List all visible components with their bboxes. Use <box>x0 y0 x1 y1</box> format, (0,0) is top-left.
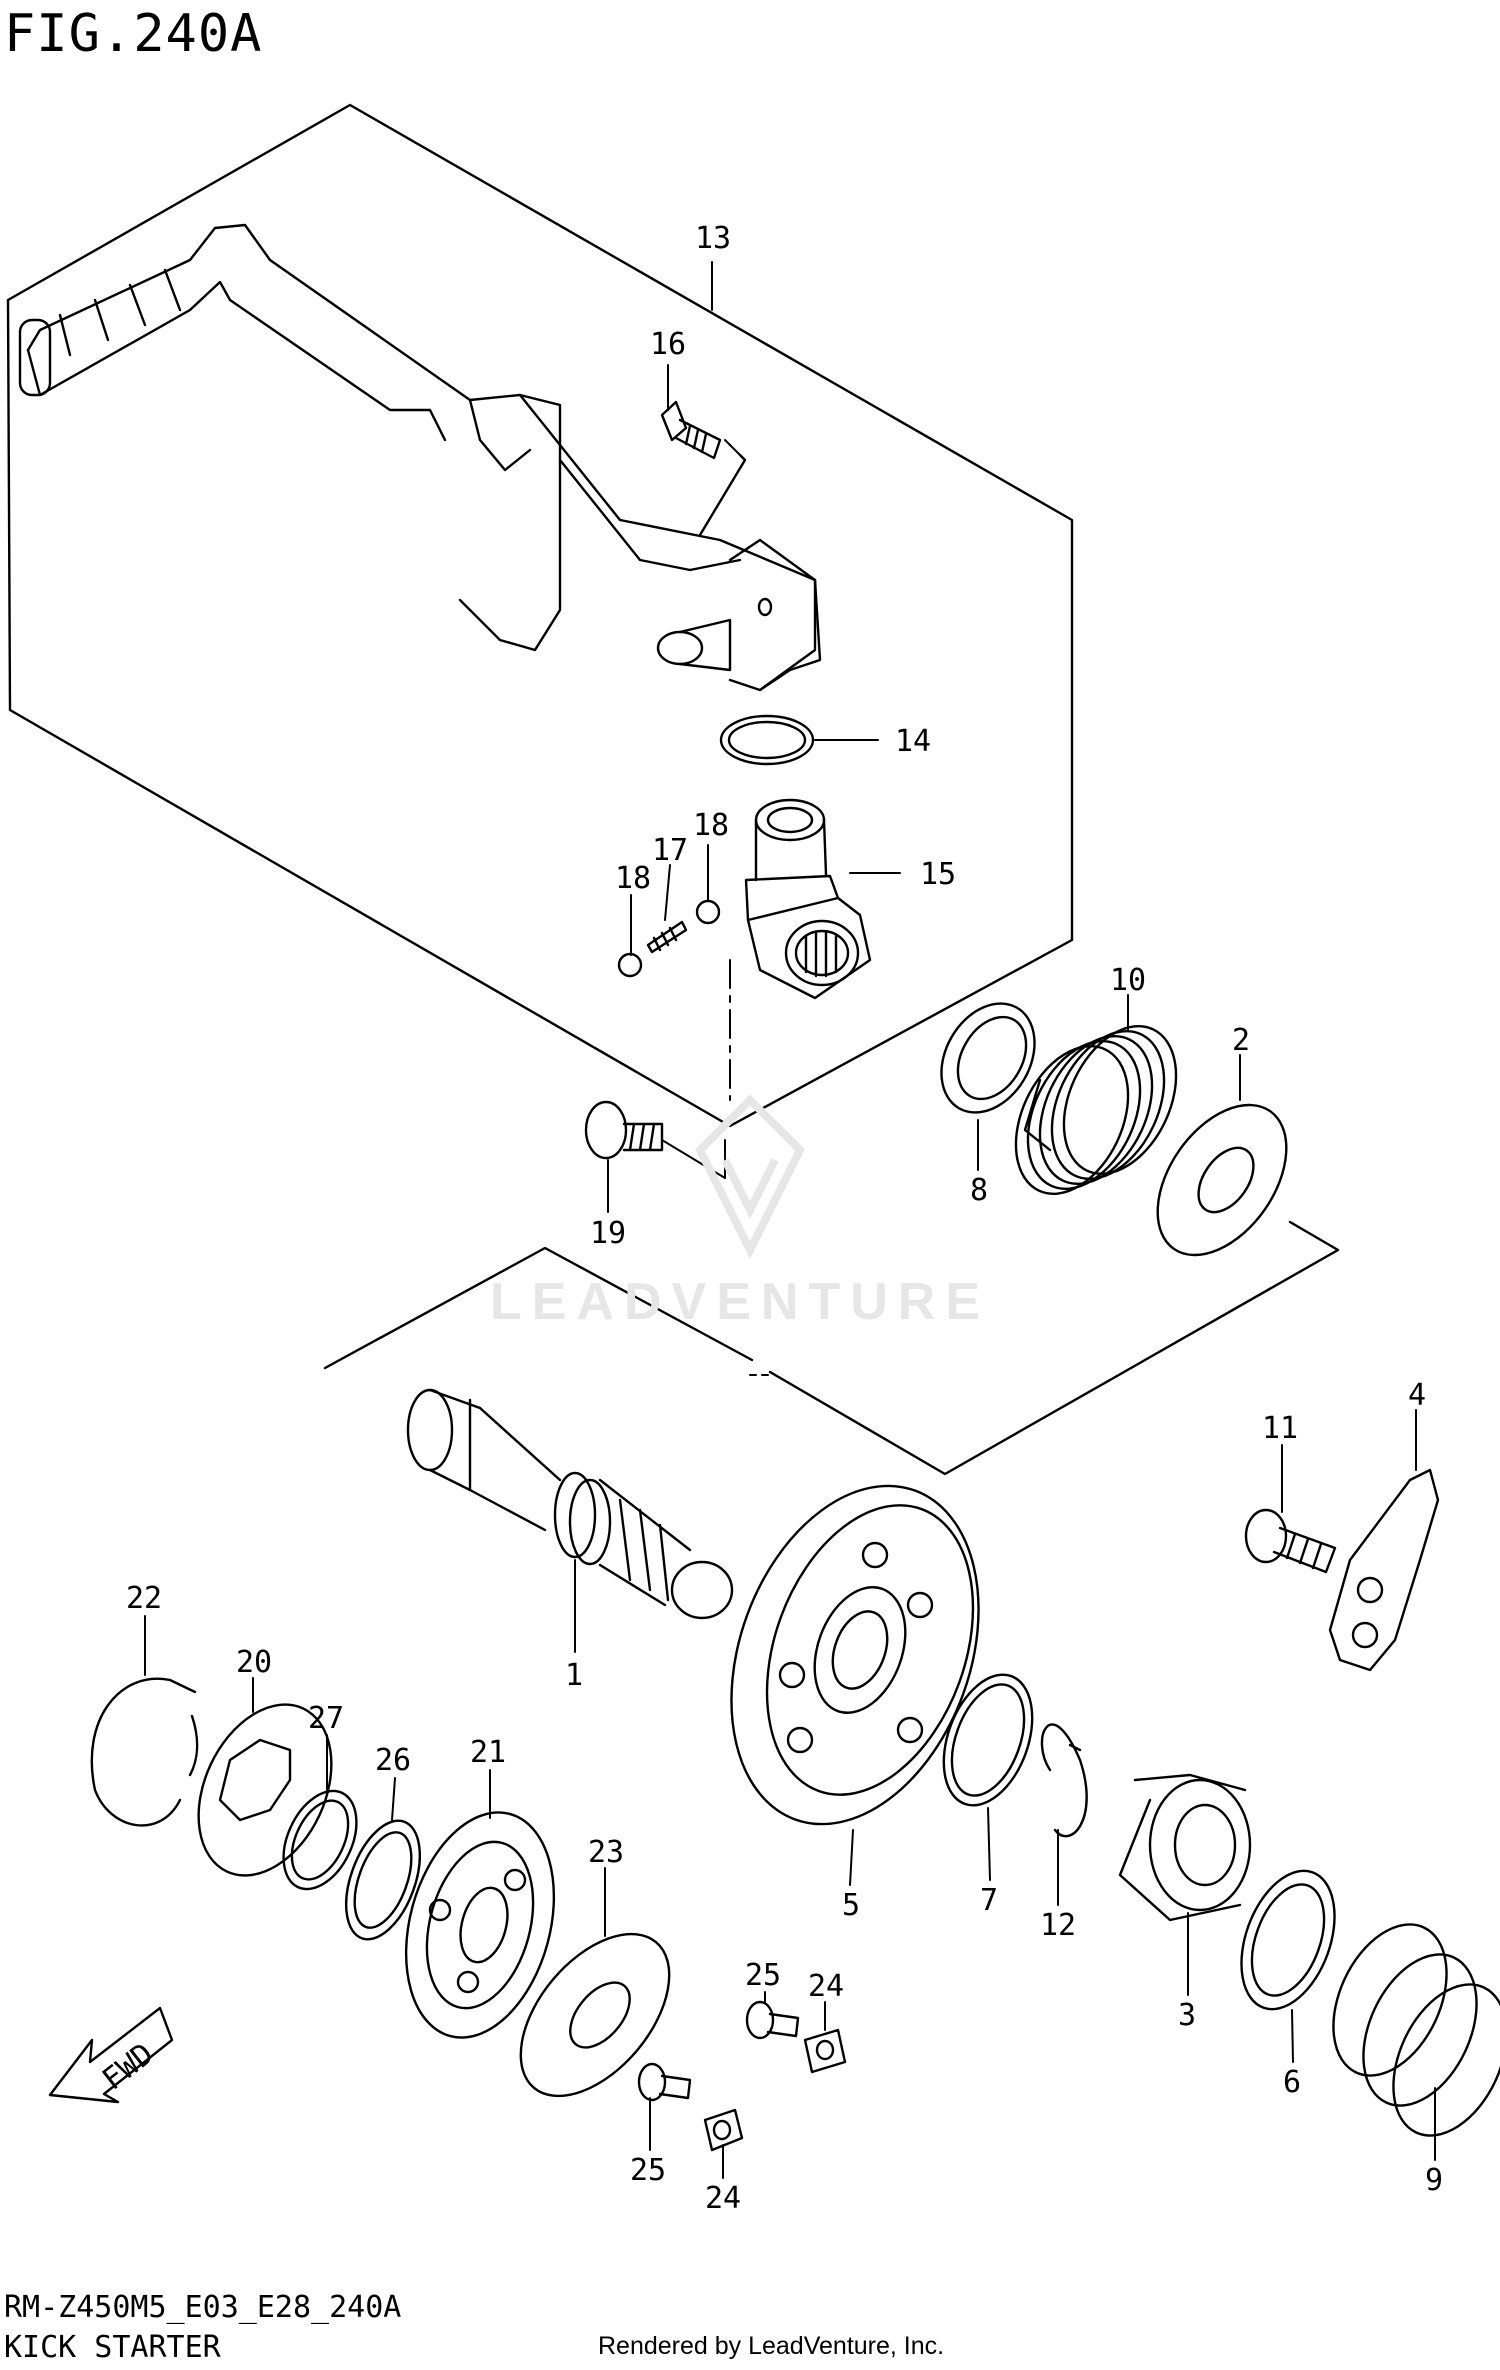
callout-16: 16 <box>650 327 686 362</box>
figure-code: RM-Z450M5_E03_E28_240A <box>4 2290 402 2325</box>
callout-1: 1 <box>565 1658 583 1693</box>
assembly-box-lower-2 <box>768 1220 1340 1476</box>
plate-20 <box>197 1703 333 1877</box>
callout-8: 8 <box>970 1173 988 1208</box>
callout-10: 10 <box>1110 963 1146 998</box>
callout-12: 12 <box>1040 1908 1076 1943</box>
washer-26-inner <box>353 1831 413 1929</box>
washer-6-inner <box>1250 1883 1326 1997</box>
circlip-27-inner <box>290 1799 350 1881</box>
idle-gear-21 <box>404 1811 556 2039</box>
callout-7: 7 <box>980 1883 998 1918</box>
callout-6: 6 <box>1283 2065 1301 2100</box>
bolt-25-left <box>637 2062 692 2102</box>
callout-20: 20 <box>236 1645 272 1680</box>
assembly-box-upper <box>6 103 1074 1128</box>
washer-24-left <box>703 2108 744 2152</box>
callout-14: 14 <box>895 724 931 759</box>
callout-25-lower: 25 <box>630 2153 666 2188</box>
callout-3: 3 <box>1178 1998 1196 2033</box>
washer-7-inner <box>950 1683 1026 1797</box>
ball-18-left <box>617 952 643 978</box>
rendered-by: Rendered by LeadVenture, Inc. <box>598 2332 945 2360</box>
assembly-box-lower <box>323 1246 754 1370</box>
washer-6 <box>1240 1869 1336 2011</box>
figure-title: FIG.240A <box>4 4 263 64</box>
kick-lever <box>18 223 822 692</box>
washer-7 <box>942 1673 1034 1807</box>
callout-21: 21 <box>470 1735 506 1770</box>
ball-18-right <box>695 899 721 925</box>
bolt-25-right <box>745 2000 800 2040</box>
bolt-16 <box>660 400 722 460</box>
kick-gear-5 <box>730 1484 980 1826</box>
spring-17 <box>646 920 688 954</box>
ratchet-3 <box>1118 1773 1252 1922</box>
callout-2: 2 <box>1232 1023 1250 1058</box>
callout-24-upper: 24 <box>808 1969 844 2004</box>
callout-13: 13 <box>695 221 731 256</box>
callout-18-upper: 18 <box>693 808 729 843</box>
callout-23: 23 <box>588 1835 624 1870</box>
circlip-27 <box>282 1789 358 1891</box>
circlip-22 <box>90 1677 199 1827</box>
spring-guide-2 <box>1156 1103 1288 1257</box>
watermark: LEADVENTURE <box>490 1273 991 1331</box>
bolt-19 <box>584 1100 664 1160</box>
stopper-plate-4 <box>1328 1468 1440 1672</box>
callout-18-lower: 18 <box>615 861 651 896</box>
figure-name: KICK STARTER <box>4 2330 221 2365</box>
bolt-11 <box>1244 1508 1337 1574</box>
callout-25-upper: 25 <box>745 1958 781 1993</box>
callout-26: 26 <box>375 1743 411 1778</box>
callout-24-lower: 24 <box>705 2181 741 2216</box>
spring-9 <box>1332 1923 1500 2137</box>
callout-11: 11 <box>1262 1411 1298 1446</box>
fwd-arrow <box>48 2006 174 2104</box>
seal-8 <box>940 1002 1036 1114</box>
washer-24-right <box>803 2028 847 2074</box>
leader-lines <box>144 261 1436 2179</box>
callout-4: 4 <box>1408 1378 1426 1413</box>
boss-15 <box>744 798 872 1000</box>
watermark-logo-icon <box>695 1094 805 1259</box>
kick-shaft-1 <box>406 1388 734 1620</box>
callout-5: 5 <box>842 1888 860 1923</box>
callout-15: 15 <box>920 857 956 892</box>
callout-9: 9 <box>1425 2163 1443 2198</box>
washer-26 <box>345 1819 421 1941</box>
callout-17: 17 <box>652 833 688 868</box>
o-ring-14 <box>719 714 815 766</box>
circlip-12 <box>1040 1723 1088 1838</box>
callout-19: 19 <box>590 1216 626 1251</box>
bearing-23 <box>519 1932 671 2098</box>
return-spring-10 <box>1014 1025 1178 1195</box>
callout-27: 27 <box>308 1701 344 1736</box>
callout-22: 22 <box>126 1581 162 1616</box>
